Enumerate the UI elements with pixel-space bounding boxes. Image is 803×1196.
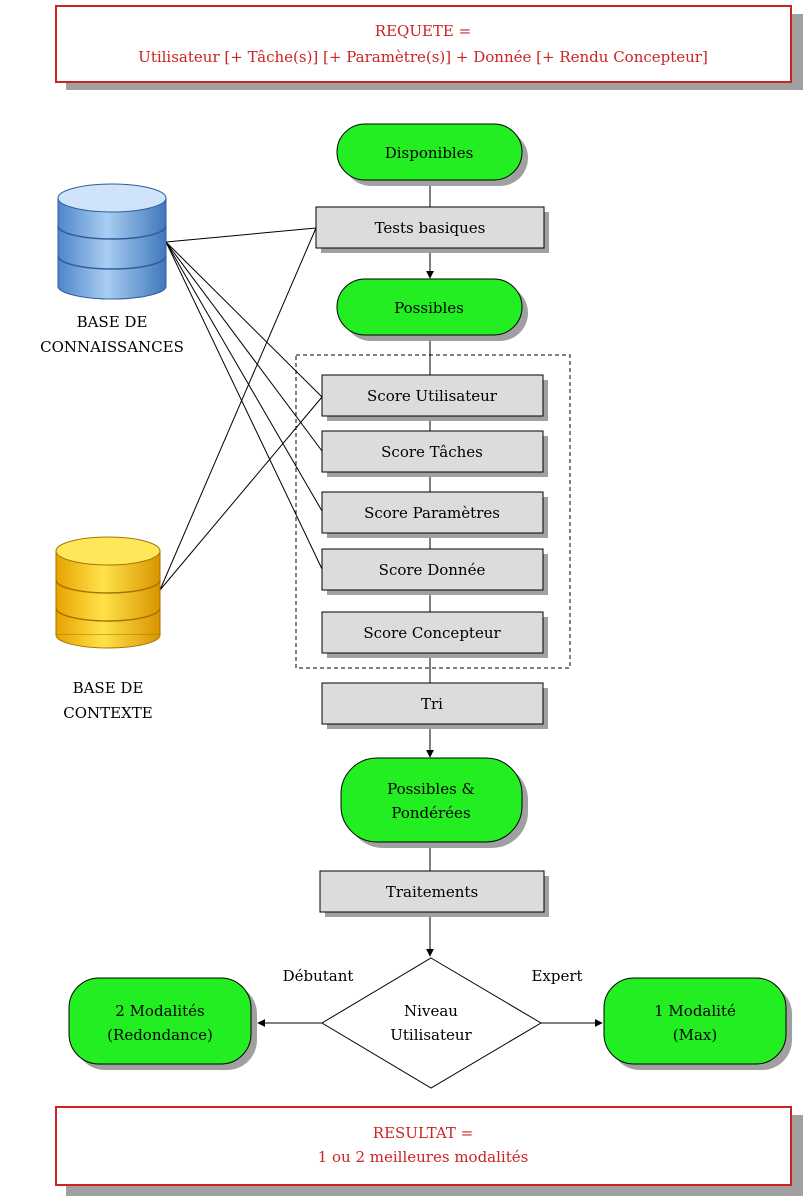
process-score-user-label: Score Utilisateur <box>367 387 498 405</box>
request-title: REQUETE = <box>375 22 471 40</box>
request-formula: Utilisateur [+ Tâche(s)] [+ Paramètre(s)… <box>138 48 708 66</box>
decision-label-1: Niveau <box>404 1002 458 1020</box>
terminal-two-modalities-label-2: (Redondance) <box>107 1026 213 1044</box>
database-connectors <box>159 227 323 591</box>
terminal-possible: Possibles <box>336 278 528 341</box>
result-box: RESULTAT = 1 ou 2 meilleures modalités <box>55 1106 803 1196</box>
terminal-weighted-label-2: Pondérées <box>391 804 470 822</box>
process-basic-tests: Tests basiques <box>315 206 549 253</box>
context-database-label-1: BASE DE <box>73 679 144 697</box>
process-score-data-label: Score Donnée <box>379 561 486 579</box>
branch-expert-label: Expert <box>531 967 582 985</box>
process-score-designer: Score Concepteur <box>321 611 548 658</box>
request-box: REQUETE = Utilisateur [+ Tâche(s)] [+ Pa… <box>55 5 803 90</box>
process-score-designer-label: Score Concepteur <box>363 624 501 642</box>
process-sort: Tri <box>321 682 548 729</box>
process-score-data: Score Donnée <box>321 548 548 595</box>
context-database-label-2: CONTEXTE <box>63 704 153 722</box>
process-score-tasks-label: Score Tâches <box>381 443 483 461</box>
context-database-icon <box>55 536 161 649</box>
result-text: 1 ou 2 meilleures modalités <box>318 1148 529 1166</box>
knowledge-database-label-2: CONNAISSANCES <box>40 338 184 356</box>
process-processing: Traitements <box>319 870 549 917</box>
terminal-two-modalities: 2 Modalités (Redondance) <box>68 977 257 1070</box>
process-score-params: Score Paramètres <box>321 491 548 538</box>
terminal-weighted-label-1: Possibles & <box>387 780 475 798</box>
knowledge-database-label-1: BASE DE <box>77 313 148 331</box>
terminal-one-modality-label-2: (Max) <box>673 1026 717 1044</box>
scoring-group-frame <box>295 354 571 669</box>
terminal-one-modality-label-1: 1 Modalité <box>654 1002 736 1020</box>
knowledge-database-icon <box>57 183 167 300</box>
result-title: RESULTAT = <box>373 1124 473 1142</box>
terminal-two-modalities-label-1: 2 Modalités <box>115 1002 204 1020</box>
branch-beginner-label: Débutant <box>283 967 354 985</box>
process-basic-tests-label: Tests basiques <box>375 219 486 237</box>
terminal-weighted: Possibles & Pondérées <box>340 757 528 848</box>
terminal-available: Disponibles <box>336 123 528 186</box>
terminal-possible-label: Possibles <box>394 299 464 317</box>
process-score-tasks: Score Tâches <box>321 430 548 477</box>
process-processing-label: Traitements <box>386 883 478 901</box>
process-score-params-label: Score Paramètres <box>364 504 500 522</box>
process-sort-label: Tri <box>421 695 443 713</box>
terminal-one-modality: 1 Modalité (Max) <box>603 977 792 1070</box>
process-score-user: Score Utilisateur <box>321 374 548 421</box>
decision-label-2: Utilisateur <box>390 1026 472 1044</box>
terminal-available-label: Disponibles <box>385 144 474 162</box>
decision-user-level: Niveau Utilisateur <box>321 957 542 1089</box>
